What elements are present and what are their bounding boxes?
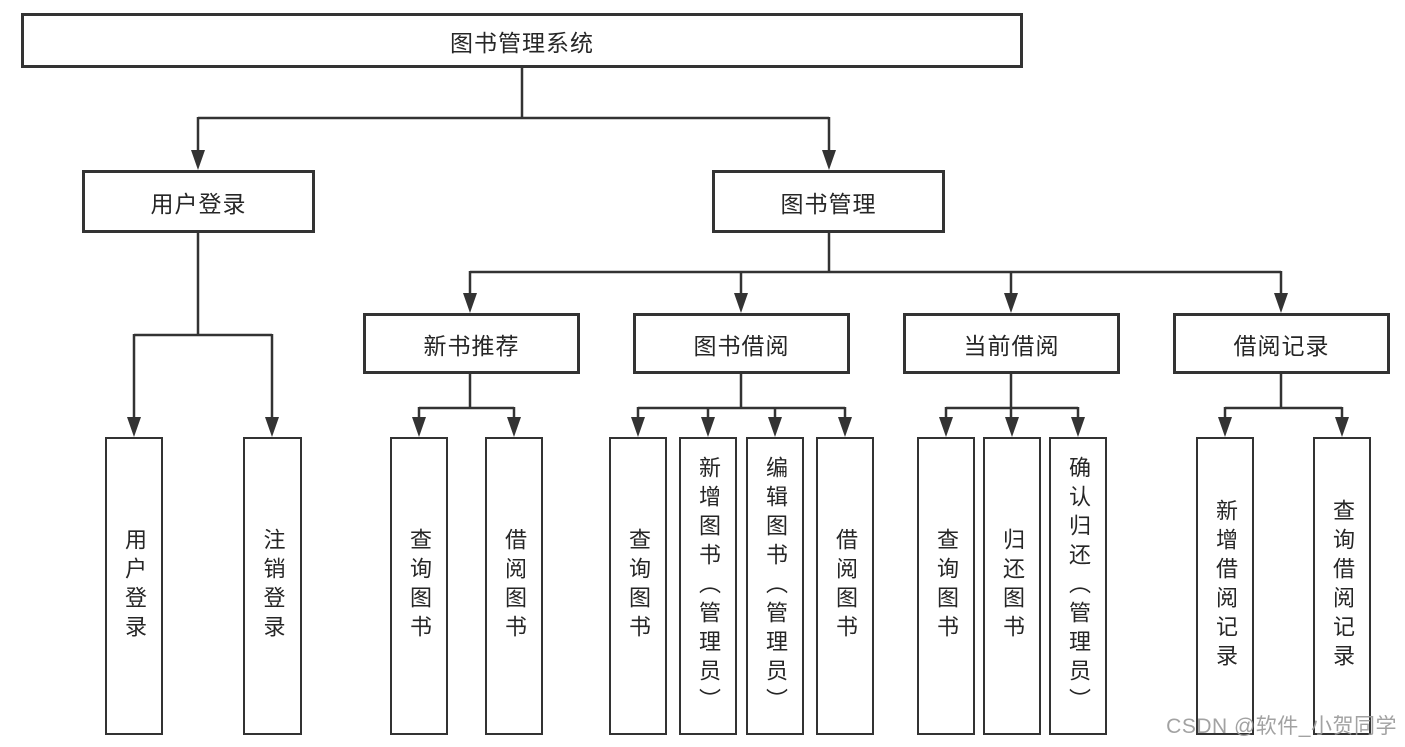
- leaf-confirm-return-admin: 确认归还（管理员）: [1049, 437, 1107, 735]
- csdn-watermark: CSDN @软件_小贺同学: [1166, 715, 1397, 738]
- leaf-recommend-borrow-book: 借阅图书: [485, 437, 543, 735]
- connector-borrow-group: [631, 374, 852, 437]
- leaf-query-borrow-record: 查询借阅记录: [1313, 437, 1371, 735]
- node-borrow-record: 借阅记录: [1173, 313, 1390, 374]
- leaf-edit-book-admin: 编辑图书（管理员）: [746, 437, 804, 735]
- node-root-system-label: 图书管理系统: [450, 29, 594, 56]
- leaf-add-book-admin: 新增图书（管理员）: [679, 437, 737, 735]
- leaf-logout-label: 注销登录: [260, 528, 286, 644]
- leaf-current-query-book: 查询图书: [917, 437, 975, 735]
- node-book-borrow-label: 图书借阅: [693, 332, 790, 359]
- leaf-add-book-admin-label: 新增图书（管理员）: [696, 455, 721, 717]
- leaf-confirm-return-admin-label: 确认归还（管理员）: [1066, 455, 1091, 717]
- connector-record-group: [1218, 374, 1349, 437]
- leaf-borrow-book: 借阅图书: [816, 437, 874, 735]
- leaf-user-login: 用户登录: [105, 437, 163, 735]
- node-book-management-branch-label: 图书管理: [780, 190, 877, 217]
- leaf-recommend-borrow-book-label: 借阅图书: [502, 528, 527, 644]
- leaf-current-query-book-label: 查询图书: [934, 528, 959, 644]
- leaf-logout: 注销登录: [243, 437, 302, 735]
- leaf-add-borrow-record-label: 新增借阅记录: [1213, 499, 1238, 673]
- connector-user-branch: [127, 233, 279, 437]
- node-borrow-record-label: 借阅记录: [1233, 332, 1330, 359]
- connector-current-group: [939, 374, 1085, 437]
- leaf-borrow-book-label: 借阅图书: [833, 528, 858, 644]
- leaf-query-borrow-record-label: 查询借阅记录: [1330, 499, 1355, 673]
- node-root-system: 图书管理系统: [21, 13, 1023, 68]
- leaf-borrow-query-book: 查询图书: [609, 437, 667, 735]
- leaf-edit-book-admin-label: 编辑图书（管理员）: [763, 455, 788, 717]
- leaf-user-login-label: 用户登录: [122, 528, 147, 644]
- leaf-recommend-query-book: 查询图书: [390, 437, 448, 735]
- leaf-recommend-query-book-label: 查询图书: [407, 528, 432, 644]
- connector-recommend-group: [412, 374, 521, 437]
- leaf-return-book: 归还图书: [983, 437, 1041, 735]
- node-book-borrow: 图书借阅: [633, 313, 850, 374]
- connector-root-to-level2: [191, 68, 836, 170]
- leaf-borrow-query-book-label: 查询图书: [626, 528, 651, 644]
- node-user-login-branch-label: 用户登录: [150, 190, 247, 217]
- node-new-book-recommend-label: 新书推荐: [423, 332, 520, 359]
- leaf-return-book-label: 归还图书: [1000, 528, 1025, 644]
- node-current-borrow-label: 当前借阅: [963, 332, 1060, 359]
- leaf-add-borrow-record: 新增借阅记录: [1196, 437, 1254, 735]
- connector-book-branch: [463, 233, 1288, 313]
- node-user-login-branch: 用户登录: [82, 170, 315, 233]
- node-current-borrow: 当前借阅: [903, 313, 1120, 374]
- node-book-management-branch: 图书管理: [712, 170, 945, 233]
- node-new-book-recommend: 新书推荐: [363, 313, 580, 374]
